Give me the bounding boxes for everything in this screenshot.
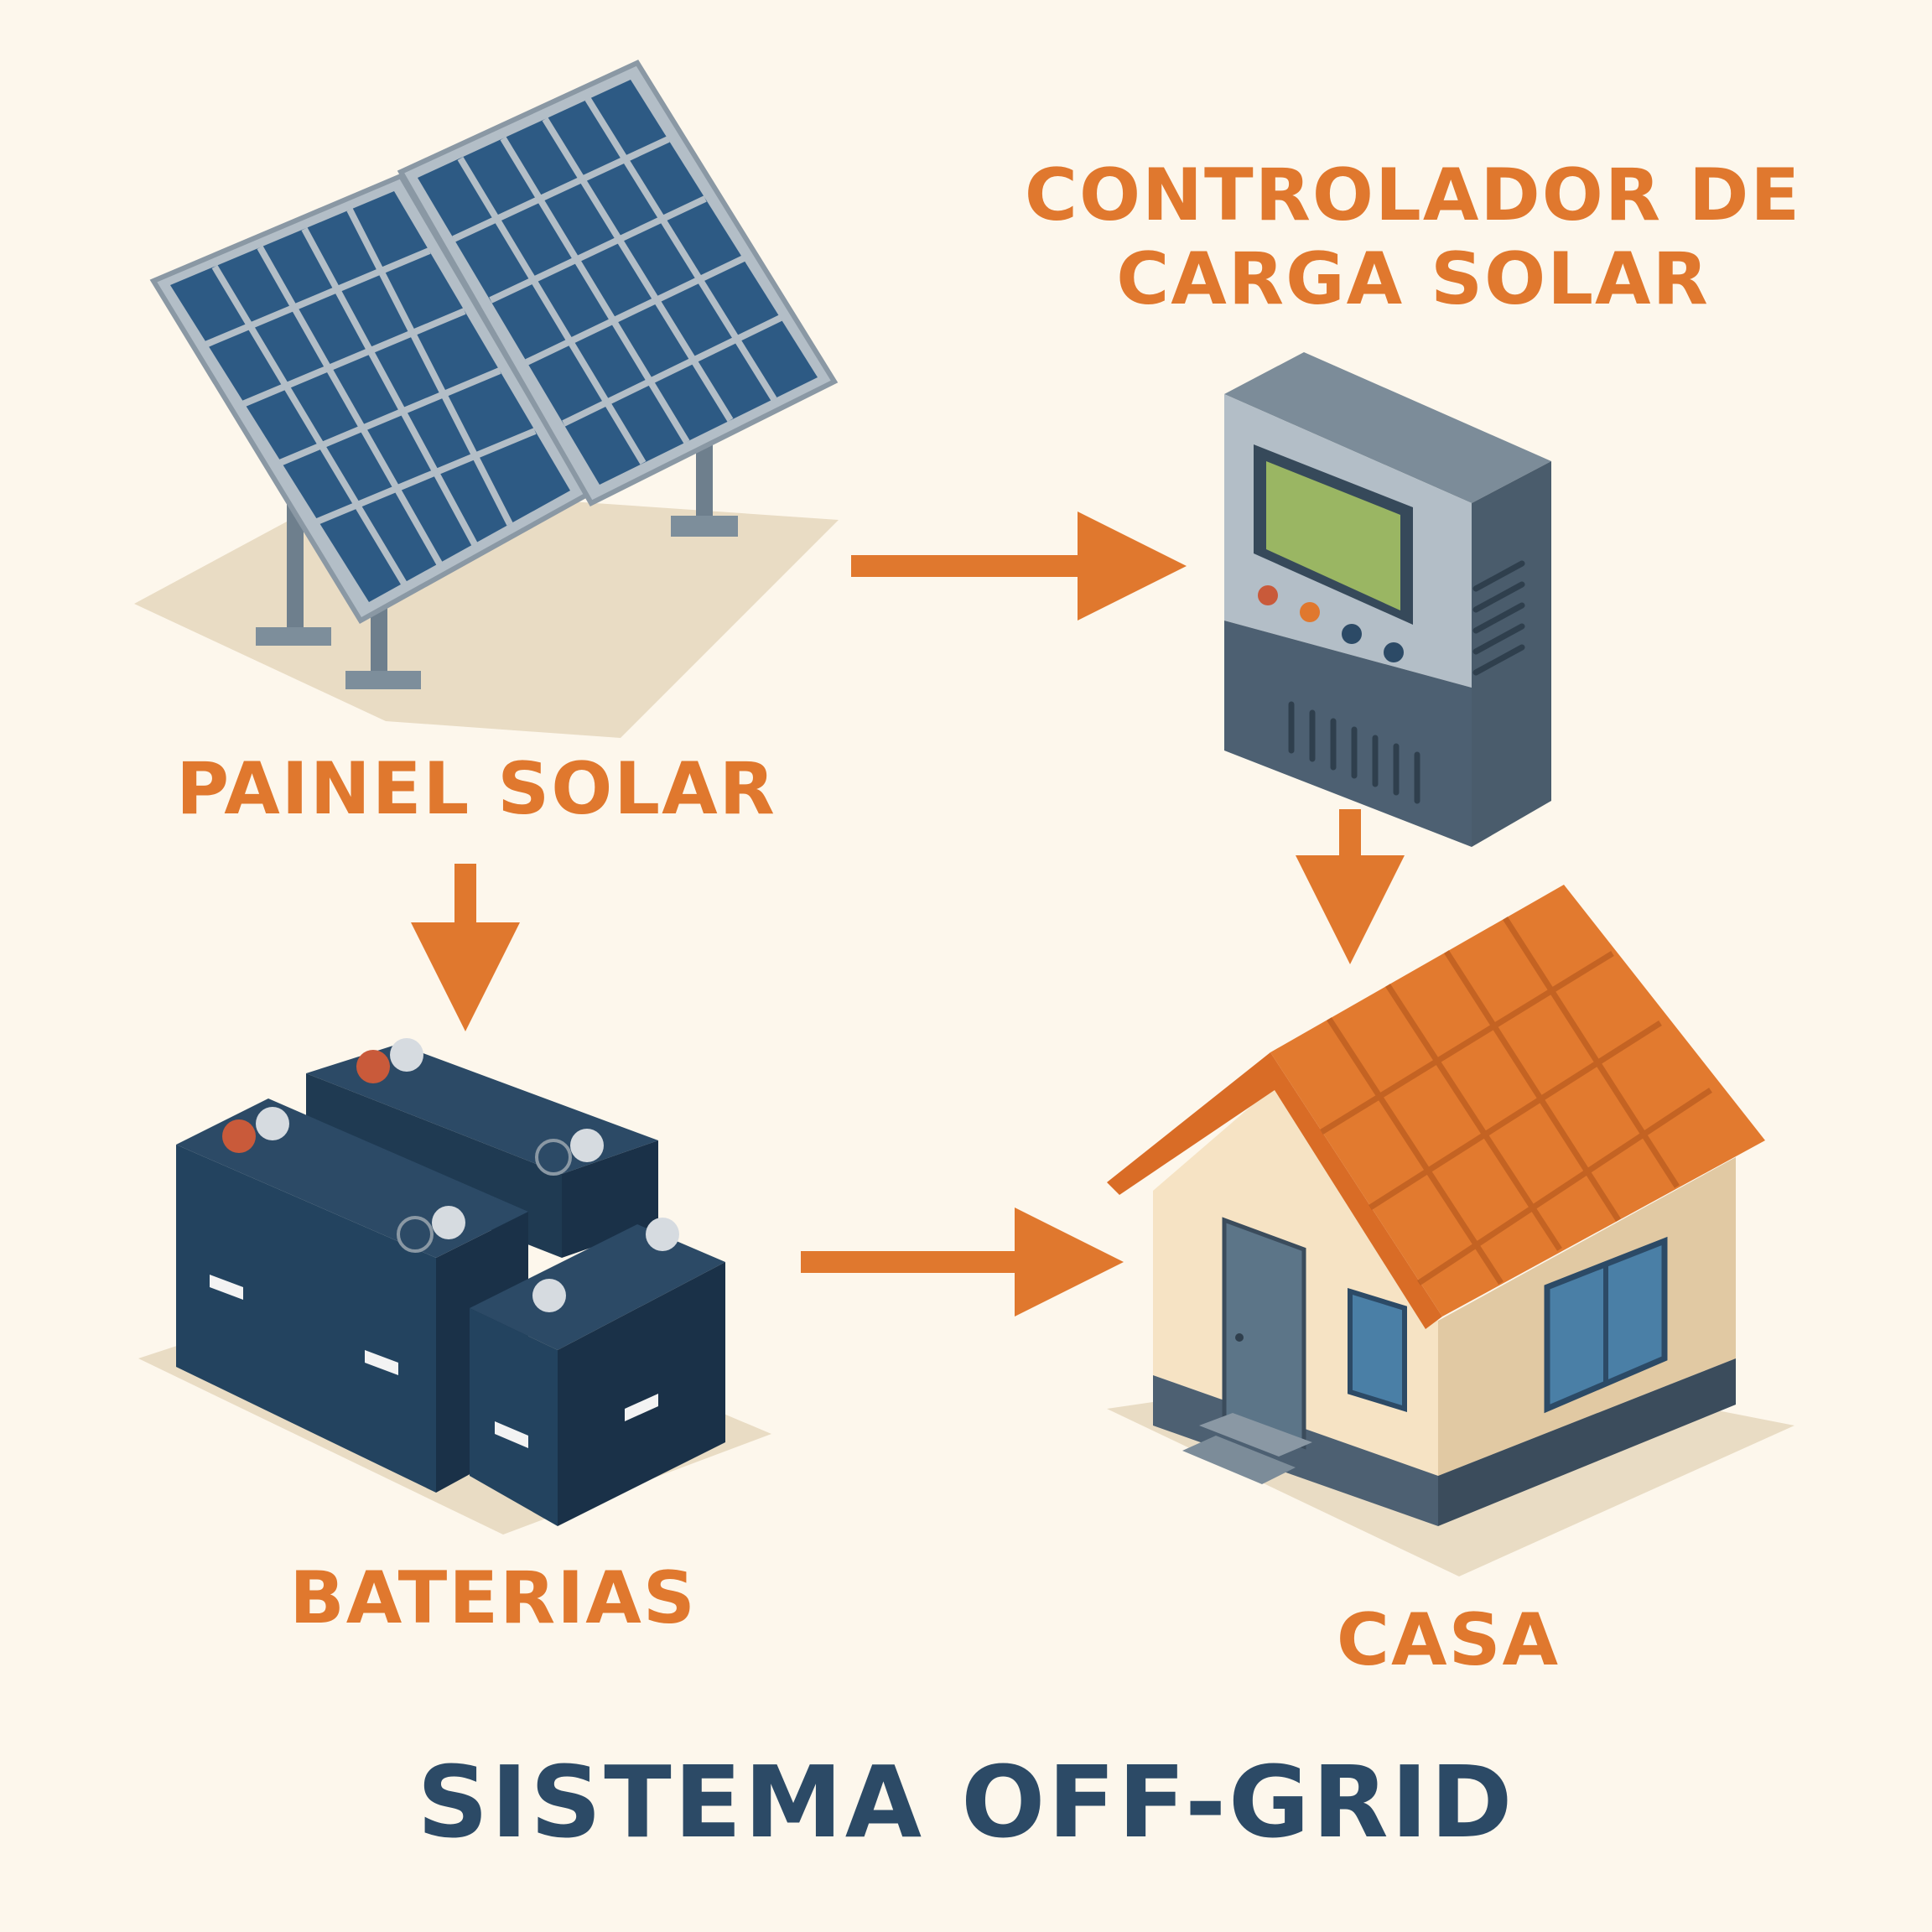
diagram-title: SISTEMA OFF-GRID xyxy=(417,1744,1514,1860)
house-icon xyxy=(1107,885,1794,1576)
label-solar-panel: PAINEL SOLAR xyxy=(176,747,776,831)
charge-controller-icon xyxy=(1224,352,1551,847)
batteries-icon xyxy=(138,1038,771,1535)
label-controller-line1: CONTROLADOR DE xyxy=(1025,153,1801,237)
label-house: CASA xyxy=(1337,1598,1560,1682)
solar-panel-icon xyxy=(134,63,839,738)
label-batteries: BATERIAS xyxy=(289,1556,697,1640)
label-controller-line2: CARGA SOLAR xyxy=(1116,237,1710,321)
